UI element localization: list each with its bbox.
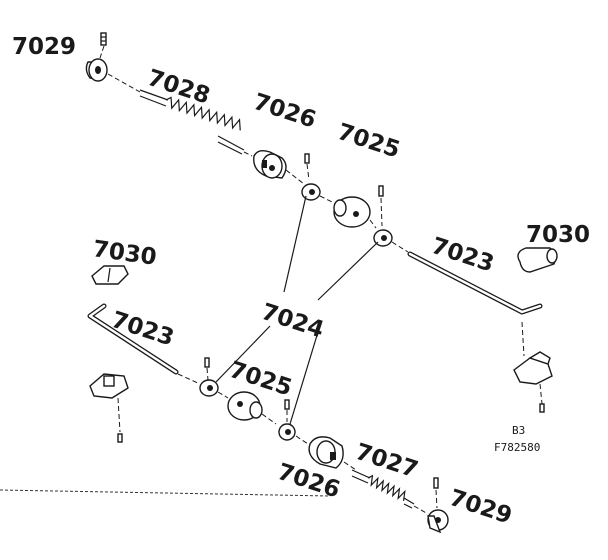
axis-line-bottom-3 bbox=[261, 413, 277, 425]
part-7025-bottom-wheel bbox=[227, 391, 263, 421]
part-7024-spacer-bottom-left bbox=[199, 379, 219, 397]
figure-code: F782580 bbox=[494, 441, 540, 454]
part-7029-bottom bbox=[427, 477, 449, 534]
screw-top-right bbox=[378, 185, 384, 227]
axis-line-bottom-6 bbox=[413, 505, 429, 515]
axis-line-bottom-2 bbox=[217, 391, 229, 399]
part-7026-bottom-cam bbox=[308, 436, 344, 469]
label-7030-left: 7030 bbox=[91, 236, 158, 271]
axis-line-bottom-1 bbox=[177, 373, 201, 385]
part-7024-spacer-top bbox=[301, 183, 321, 201]
axis-line-top-2 bbox=[243, 151, 253, 157]
label-7024: 7024 bbox=[258, 299, 327, 344]
part-7030-left-bracket bbox=[89, 373, 129, 443]
part-7024-spacer-right bbox=[373, 229, 393, 247]
screw-bottom-right bbox=[284, 399, 290, 422]
part-7024-spacer-bottom-right bbox=[278, 423, 296, 441]
part-7029-top bbox=[85, 32, 108, 82]
label-7029-top: 7029 bbox=[12, 34, 76, 60]
screw-top-left bbox=[304, 153, 310, 181]
leader-lines-7024 bbox=[215, 195, 379, 425]
part-7028-spring-shaft bbox=[139, 89, 245, 155]
part-7027-spring-shaft bbox=[351, 469, 415, 509]
label-7023-left: 7023 bbox=[108, 307, 177, 352]
label-7027: 7027 bbox=[352, 439, 421, 484]
label-7025-top: 7025 bbox=[334, 119, 403, 164]
screw-bottom-left bbox=[204, 357, 210, 381]
part-7025-top-wheel bbox=[333, 196, 371, 228]
part-7030-right-bracket bbox=[513, 321, 553, 413]
axis-line-top-4 bbox=[319, 195, 337, 205]
axis-line-top-6 bbox=[391, 241, 409, 253]
part-7030-right-cap bbox=[517, 247, 558, 273]
label-7029-bottom: 7029 bbox=[446, 485, 515, 530]
part-7023-right-rod bbox=[407, 251, 543, 315]
label-7030-right: 7030 bbox=[526, 222, 590, 248]
axis-line-top-3 bbox=[285, 169, 305, 185]
label-7026-top: 7026 bbox=[250, 89, 319, 134]
section-divider-line bbox=[0, 489, 331, 497]
axis-line-bottom-5 bbox=[343, 461, 357, 471]
axis-line-top-1 bbox=[107, 73, 141, 93]
sheet-code: B3 bbox=[512, 424, 525, 437]
axis-line-top-5 bbox=[369, 219, 377, 229]
part-7026-top-cam bbox=[253, 149, 287, 179]
part-7030-left-cap bbox=[91, 265, 129, 285]
part-7023-left-rod bbox=[87, 303, 179, 375]
axis-line-bottom-4 bbox=[295, 435, 309, 445]
